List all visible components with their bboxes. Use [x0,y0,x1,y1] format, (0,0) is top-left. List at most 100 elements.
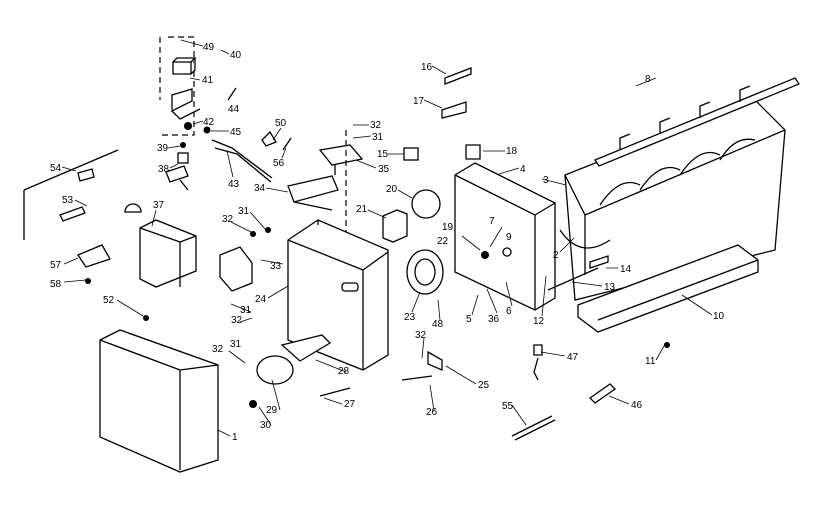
label-22: 22 [437,236,449,247]
label-50: 50 [275,118,287,129]
label-19: 19 [442,222,454,233]
part-2-heater [559,229,611,249]
assembly-40-boundary [159,36,195,136]
label-32: 32 [370,120,382,131]
part-18 [465,144,481,160]
label-31: 31 [240,305,252,316]
part-13 [547,267,599,291]
part-27 [319,387,351,397]
label-41: 41 [202,75,214,86]
label-26: 26 [426,407,438,418]
part-9 [502,247,512,257]
label-32: 32 [212,344,224,355]
label-38: 38 [158,164,170,175]
label-32: 32 [222,214,234,225]
part-30 [249,400,257,408]
label-32: 32 [231,315,243,326]
label-29: 29 [266,405,278,416]
part-39 [180,142,186,148]
leader-lines [61,39,713,437]
part-11 [664,342,670,348]
label-18: 18 [506,146,518,157]
label-45: 45 [230,127,242,138]
part-58 [85,278,91,284]
part-14 [589,255,609,269]
part-39b [124,203,142,213]
label-31: 31 [238,206,250,217]
label-16: 16 [421,62,433,73]
label-13: 13 [604,282,616,293]
label-21: 21 [356,204,368,215]
label-43: 43 [228,179,240,190]
part-4-panel [454,162,556,311]
part-42-bracket [171,88,201,120]
label-40: 40 [230,50,242,61]
screw-32 [250,231,256,237]
part-56 [282,137,292,151]
part-28 [280,334,332,362]
label-1: 1 [232,432,238,443]
part-1-cover [99,329,219,473]
label-44: 44 [228,104,240,115]
part-26 [401,375,433,381]
part-35 [318,144,364,175]
part-33 [219,246,253,292]
label-36: 36 [488,314,500,325]
label-30: 30 [260,420,272,431]
part-25 [427,350,443,371]
label-46: 46 [631,400,643,411]
part-20 [411,189,441,219]
part-23 [406,249,444,295]
part-50 [261,130,277,147]
part-labels: 49 40 41 44 42 45 39 38 43 50 56 32 31 3… [50,42,725,443]
washer-31 [265,227,271,233]
part-3-cavities [599,138,756,206]
label-6: 6 [506,306,512,317]
label-57: 57 [50,260,62,271]
part-8-ejector [594,77,800,167]
part-43-shaft [211,139,273,183]
label-33: 33 [270,261,282,272]
label-23: 23 [404,312,416,323]
label-58: 58 [50,279,62,290]
label-8: 8 [645,74,651,85]
label-3: 3 [543,175,549,186]
label-34: 34 [254,183,266,194]
label-35: 35 [378,164,390,175]
label-25: 25 [478,380,490,391]
label-4: 4 [520,164,526,175]
label-10: 10 [713,311,725,322]
label-7: 7 [489,216,495,227]
label-9: 9 [506,232,512,243]
label-55: 55 [502,401,514,412]
label-54: 54 [50,163,62,174]
part-54 [77,168,95,182]
part-24-housing [287,219,389,371]
label-20: 20 [386,184,398,195]
label-5: 5 [466,314,472,325]
label-52: 52 [103,295,115,306]
label-31: 31 [230,339,242,350]
label-53: 53 [62,195,74,206]
label-11: 11 [645,356,656,367]
part-47 [533,344,543,381]
label-14: 14 [620,264,632,275]
part-29 [256,355,294,385]
part-36-elbow [165,165,189,191]
label-24: 24 [255,294,267,305]
part-55 [511,415,556,441]
part-41 [172,57,197,75]
part-24-tab [341,282,359,292]
part-21 [382,209,408,243]
label-15: 15 [377,149,389,160]
label-49: 49 [203,42,215,53]
part-42-nut [184,122,192,130]
label-56: 56 [273,158,285,169]
part-53 [59,206,86,222]
label-37: 37 [153,200,165,211]
part-38 [177,152,189,164]
label-47: 47 [567,352,579,363]
label-42: 42 [203,117,215,128]
